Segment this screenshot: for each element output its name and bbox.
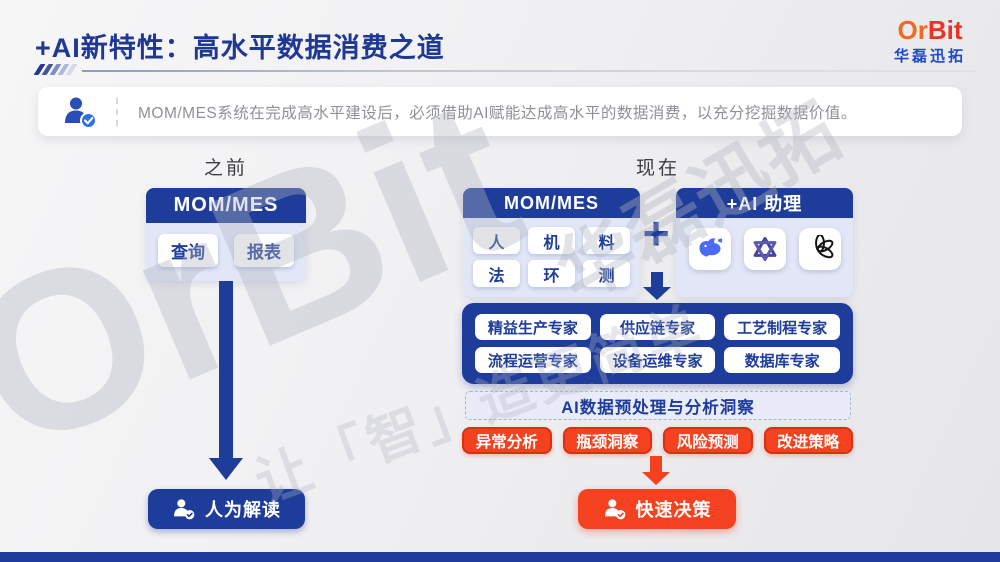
analysis-tag: 风险预测 <box>663 427 753 454</box>
ai-icon-card <box>688 228 731 270</box>
bottom-accent-bar <box>0 552 1000 562</box>
qwen-hexagram-icon <box>753 236 776 262</box>
before-result-box: 人为解读 <box>148 489 305 529</box>
ai-analysis-bar: AI数据预处理与分析洞察 <box>465 391 851 420</box>
before-result-label: 人为解读 <box>205 500 281 520</box>
title-hatch-decoration <box>33 64 78 75</box>
person-check-icon <box>65 97 97 129</box>
logo-company-name: 华磊迅拓 <box>893 48 966 65</box>
now-mom-mes-header: MOM/MES <box>463 188 640 218</box>
decision-down-arrow-head <box>642 472 670 485</box>
analysis-tag: 改进策略 <box>763 427 853 454</box>
person-check-icon <box>174 499 195 520</box>
page-title: +AI新特性：高水平数据消费之道 <box>35 33 445 63</box>
factor-chip: 法 <box>473 260 520 287</box>
logo-wordmark: OrBit <box>897 15 963 45</box>
factor-chip: 环 <box>528 260 575 287</box>
plus-sign: + <box>642 207 670 259</box>
factor-chip: 人 <box>473 227 520 254</box>
before-label: 之前 <box>203 158 248 179</box>
report-chip: 报表 <box>234 234 294 267</box>
analysis-tag: 瓶颈洞察 <box>562 427 652 454</box>
decision-down-arrow <box>650 456 662 472</box>
now-label: 现在 <box>635 158 680 179</box>
openai-knot-icon <box>814 235 833 259</box>
expert-chip: 工艺制程专家 <box>724 314 840 340</box>
analysis-tag: 异常分析 <box>462 427 552 454</box>
before-mom-mes-header: MOM/MES <box>146 188 306 223</box>
ai-experts-panel: 精益生产专家 供应链专家 工艺制程专家 流程运营专家 设备运维专家 数据库专家 <box>462 303 853 384</box>
deepseek-whale-icon <box>699 238 722 257</box>
banner-text: MOM/MES系统在完成高水平建设后，必须借助AI赋能达成高水平的数据消费，以充… <box>138 104 857 122</box>
title-underline <box>82 70 975 72</box>
expert-chip: 数据库专家 <box>724 347 840 373</box>
banner-divider <box>116 97 118 126</box>
ai-assistant-header: +AI 助理 <box>676 188 853 218</box>
factor-chip: 测 <box>583 260 630 287</box>
summary-banner: MOM/MES系统在完成高水平建设后，必须借助AI赋能达成高水平的数据消费，以充… <box>38 87 962 136</box>
now-result-label: 快速决策 <box>635 500 712 520</box>
now-down-arrow <box>651 272 663 287</box>
expert-chip: 供应链专家 <box>599 314 716 340</box>
expert-chip: 精益生产专家 <box>475 314 591 340</box>
factor-chip: 机 <box>528 227 575 254</box>
before-down-arrow-head <box>209 458 243 480</box>
company-logo: OrBit 华磊迅拓 <box>894 16 966 66</box>
ai-assistant-box: +AI 助理 <box>676 188 853 297</box>
ai-icon-card <box>798 228 841 270</box>
person-check-icon <box>604 499 625 520</box>
expert-chip: 流程运营专家 <box>475 347 591 373</box>
now-mom-mes-box: MOM/MES 人 机 料 法 环 测 <box>463 188 640 297</box>
query-chip: 查询 <box>158 234 218 267</box>
analysis-tags-row: 异常分析 瓶颈洞察 风险预测 改进策略 <box>462 427 853 454</box>
now-result-box: 快速决策 <box>578 489 736 529</box>
expert-chip: 设备运维专家 <box>599 347 716 373</box>
now-down-arrow-head <box>643 287 671 300</box>
before-down-arrow <box>219 281 233 459</box>
ai-icon-card <box>743 228 786 270</box>
before-mom-mes-box: MOM/MES 查询 报表 <box>146 188 306 281</box>
factor-chip: 料 <box>583 227 630 254</box>
